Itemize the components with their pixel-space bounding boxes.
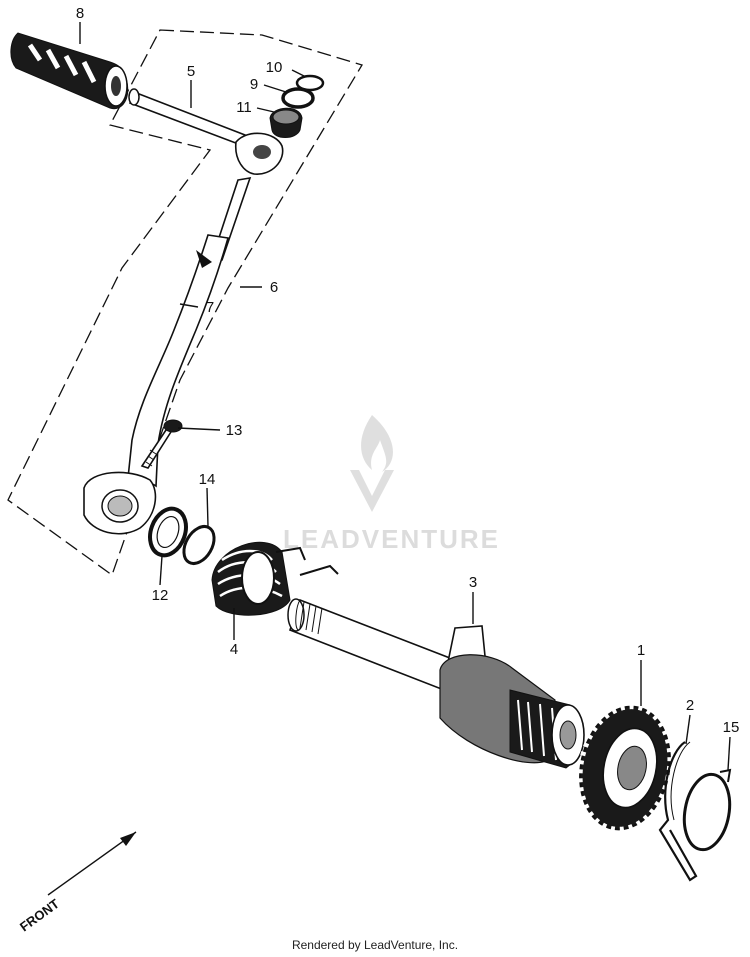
- callout-14: 14: [199, 471, 216, 488]
- circlip-part-14: [182, 525, 216, 565]
- callout-2: 2: [686, 697, 694, 714]
- assembly-boundary-dashed: [7, 29, 363, 577]
- spring-part-4: [211, 541, 339, 616]
- flame-logo-icon: [361, 415, 393, 472]
- washer-part-10: [295, 74, 325, 92]
- washer-part-12: [148, 506, 188, 558]
- footer-credit: Rendered by LeadVenture, Inc.: [291, 938, 459, 952]
- front-arrow-line: [47, 831, 137, 896]
- callout-labels: 8 5 10 9 11 6 7 13 14 12 4 3 1 2 15: [76, 5, 740, 736]
- watermark-text: LEADVENTURE: [283, 524, 500, 554]
- callout-5: 5: [187, 63, 195, 80]
- pivot-pin-part-5: [128, 88, 247, 147]
- callout-7: 7: [206, 299, 214, 316]
- callout-11: 11: [236, 99, 252, 116]
- washer-part-9: [281, 87, 315, 109]
- front-arrow-icon: [120, 832, 136, 846]
- circlip-part-15: [682, 768, 732, 852]
- cap-part-11: [269, 107, 303, 138]
- callout-12: 12: [152, 587, 169, 604]
- callout-8: 8: [76, 5, 84, 22]
- callout-1: 1: [637, 642, 645, 659]
- callout-13: 13: [226, 422, 243, 439]
- front-label: FRONT: [17, 896, 62, 934]
- callout-4: 4: [230, 641, 238, 658]
- watermark: LEADVENTURE: [283, 415, 500, 554]
- spring-clip-part-2: [658, 741, 698, 882]
- callout-3: 3: [469, 574, 477, 591]
- callout-6: 6: [270, 279, 278, 296]
- callout-9: 9: [250, 76, 258, 93]
- grip-part-8: [10, 32, 129, 110]
- kick-arm-part-7: [83, 132, 284, 535]
- bolt-part-13: [140, 419, 183, 469]
- gear-part-1: [577, 704, 673, 832]
- callout-10: 10: [266, 59, 283, 76]
- callout-15: 15: [723, 719, 740, 736]
- v-logo-icon: [350, 470, 394, 512]
- spindle-part-3: [287, 598, 585, 769]
- leader-lines: [79, 22, 731, 771]
- front-direction-indicator: FRONT: [17, 831, 137, 934]
